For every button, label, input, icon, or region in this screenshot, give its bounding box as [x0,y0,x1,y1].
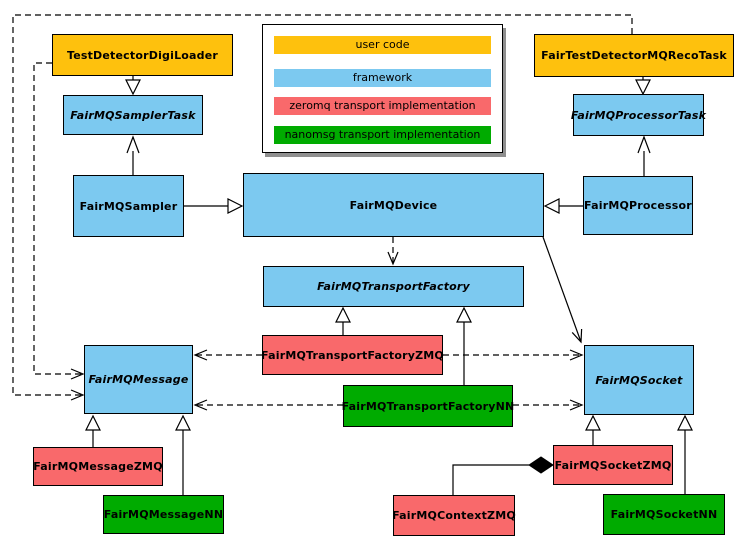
edge-recotask-message [12,14,633,401]
legend-zeromq: zeromq transport implementation [274,97,491,115]
node-fairmqsocketzmq: FairMQSocketZMQ [553,445,673,485]
node-fairmqmessagenn: FairMQMessageNN [103,495,224,534]
edge-contextzmq-socketzmq [452,464,529,495]
node-fairmqdevice: FairMQDevice [243,173,544,237]
node-fairmqsocketnn: FairMQSocketNN [603,494,725,535]
node-fairmqsocket: FairMQSocket [584,345,694,415]
node-fairmqmessagezmq: FairMQMessageZMQ [33,447,163,486]
node-fairmqmessage: FairMQMessage [84,345,193,414]
node-fairmqtransportfactorynn: FairMQTransportFactoryNN [342,385,514,427]
edge-device-socket [542,236,583,344]
node-fairtestdetectormqrecotask: FairTestDetectorMQRecoTask [534,34,734,77]
node-testdetectordigiloader: TestDetectorDigiLoader [52,34,233,76]
node-fairmqtransportfactory: FairMQTransportFactory [263,266,524,307]
legend-nanomsg: nanomsg transport implementation [274,126,491,144]
node-fairmqprocessor: FairMQProcessor [583,176,693,235]
aggregation-diamond [528,456,554,474]
legend: user code framework zeromq transport imp… [262,24,503,153]
node-fairmqsampler: FairMQSampler [73,175,184,237]
legend-user-code: user code [274,36,491,54]
node-fairmqcontextzmq: FairMQContextZMQ [392,495,516,536]
node-fairmqprocessortask: FairMQProcessorTask [571,94,706,136]
legend-framework: framework [274,69,491,87]
node-fairmqsamplertask: FairMQSamplerTask [63,95,203,135]
node-fairmqtransportfactoryzmq: FairMQTransportFactoryZMQ [261,335,444,375]
edge-digiloader-message [33,62,85,380]
